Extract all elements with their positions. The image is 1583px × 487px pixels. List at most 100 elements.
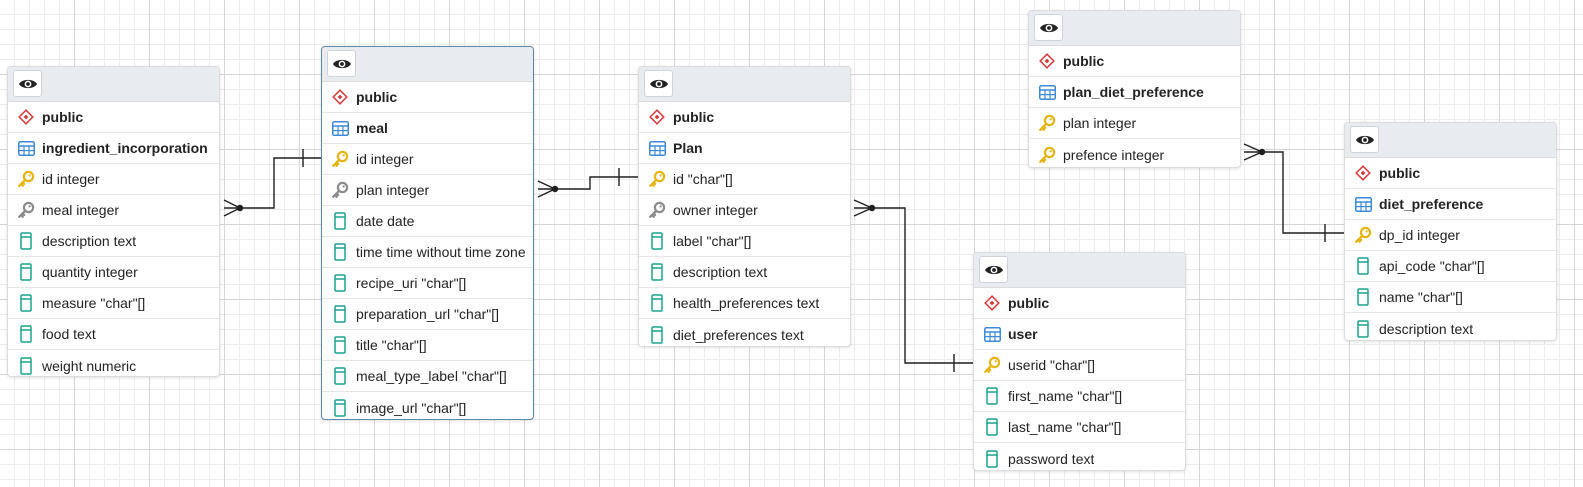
column-row[interactable]: meal integer [8,195,219,226]
primary-key-icon [17,170,35,188]
column-row[interactable]: userid "char"[] [974,350,1185,381]
table-name-row-label: ingredient_incorporation [42,140,208,156]
eye-icon[interactable] [644,70,673,97]
schema-row[interactable]: public [974,288,1185,319]
column-row[interactable]: description text [1345,313,1556,340]
column-icon [648,232,666,250]
column-row[interactable]: owner integer [639,195,850,226]
schema-icon [17,108,35,126]
column-row-label: food text [42,326,96,342]
column-row[interactable]: meal_type_label "char"[] [322,361,533,392]
table-name-row[interactable]: ingredient_incorporation [8,133,219,164]
relationship-link[interactable] [537,168,638,198]
column-row-label: date date [356,213,415,229]
column-row[interactable]: measure "char"[] [8,288,219,319]
table-node-header [322,47,533,82]
column-row[interactable]: last_name "char"[] [974,412,1185,443]
column-row[interactable]: health_preferences text [639,288,850,319]
eye-icon[interactable] [979,256,1008,283]
column-row[interactable]: title "char"[] [322,330,533,361]
eye-icon[interactable] [1034,14,1063,41]
primary-key-icon [1354,226,1372,244]
column-row[interactable]: food text [8,319,219,350]
table-name-row[interactable]: Plan [639,133,850,164]
column-row-label: id integer [356,151,414,167]
column-row[interactable]: prefence integer [1029,139,1240,167]
column-row[interactable]: dp_id integer [1345,220,1556,251]
schema-row[interactable]: public [8,102,219,133]
column-icon [17,356,35,375]
column-row-label: meal_type_label "char"[] [356,368,507,384]
foreign-key-icon [331,181,349,199]
column-icon [17,294,35,312]
schema-icon [331,88,349,106]
column-row[interactable]: label "char"[] [639,226,850,257]
foreign-key-icon [17,201,35,219]
column-row[interactable]: id "char"[] [639,164,850,195]
primary-key-icon [983,356,1001,374]
relationship-link[interactable] [853,199,974,372]
column-row[interactable]: preparation_url "char"[] [322,299,533,330]
column-row[interactable]: description text [8,226,219,257]
table-name-row-label: meal [356,120,388,136]
column-row[interactable]: id integer [8,164,219,195]
schema-icon [983,294,1001,312]
table-name-row[interactable]: plan_diet_preference [1029,77,1240,108]
table-node-meal[interactable]: public meal id integer plan integer date dat… [321,46,534,420]
column-row-label: plan integer [1063,115,1137,131]
column-row-label: preparation_url "char"[] [356,306,500,322]
column-row[interactable]: plan integer [1029,108,1240,139]
table-name-row[interactable]: meal [322,113,533,144]
table-node-header [1029,11,1240,46]
column-row-label: time time without time zone [356,244,526,260]
eye-icon[interactable] [13,70,42,97]
column-row[interactable]: image_url "char"[] [322,392,533,419]
eye-icon[interactable] [1350,126,1379,153]
column-row[interactable]: first_name "char"[] [974,381,1185,412]
table-name-row-label: user [1008,326,1038,342]
column-row[interactable]: name "char"[] [1345,282,1556,313]
table-node-user[interactable]: public user userid "char"[]first_name "cha… [973,252,1186,471]
schema-row[interactable]: public [1029,46,1240,77]
column-row[interactable]: api_code "char"[] [1345,251,1556,282]
schema-icon [1038,52,1056,70]
table-node-header [974,253,1185,288]
column-row-label: recipe_uri "char"[] [356,275,467,291]
eye-icon[interactable] [327,50,356,77]
column-row-label: diet_preferences text [673,326,804,343]
schema-row[interactable]: public [1345,158,1556,189]
column-icon [17,232,35,250]
relationship-link[interactable] [223,149,322,217]
table-name-row[interactable]: diet_preference [1345,189,1556,220]
column-row[interactable]: time time without time zone [322,237,533,268]
column-icon [1354,288,1372,306]
column-row[interactable]: quantity integer [8,257,219,288]
table-name-row[interactable]: user [974,319,1185,350]
column-row[interactable]: id integer [322,144,533,175]
schema-row[interactable]: public [639,102,850,133]
column-icon [331,305,349,323]
column-row-label: api_code "char"[] [1379,258,1485,274]
column-row-label: dp_id integer [1379,227,1460,243]
column-row[interactable]: password text [974,443,1185,470]
column-row[interactable]: date date [322,206,533,237]
schema-row[interactable]: public [322,82,533,113]
column-row-label: description text [673,264,768,280]
schema-row-label: public [1063,53,1105,69]
column-row[interactable]: description text [639,257,850,288]
column-row[interactable]: weight numeric [8,350,219,376]
table-node-header [8,67,219,102]
column-row[interactable]: recipe_uri "char"[] [322,268,533,299]
primary-key-icon [331,150,349,168]
relationship-link[interactable] [1243,143,1345,242]
column-row-label: health_preferences text [673,295,820,311]
schema-icon [648,108,666,126]
column-row[interactable]: plan integer [322,175,533,206]
table-name-row-label: Plan [673,140,703,156]
column-row-label: name "char"[] [1379,289,1463,305]
column-row[interactable]: diet_preferences text [639,319,850,346]
